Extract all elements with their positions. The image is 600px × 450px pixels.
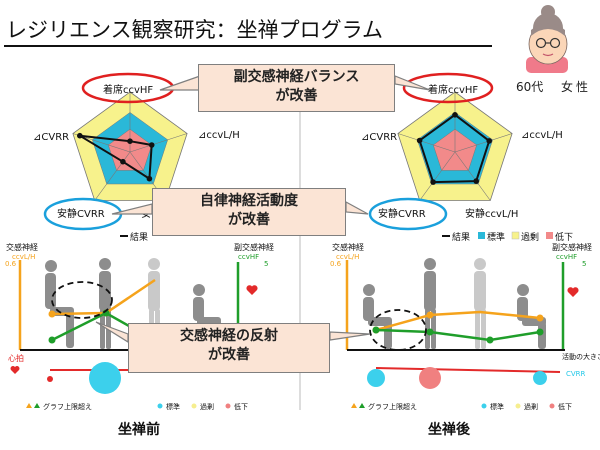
svg-text:活動の大きさ: 活動の大きさ: [562, 352, 600, 361]
posture-after-sympathetic-line: [375, 310, 541, 332]
radar-before-axis-bottom-left: 安静CVRR: [57, 207, 105, 220]
svg-text:低下: 低下: [555, 231, 573, 243]
radar-after-result-line: [418, 113, 491, 184]
posture-after-para-line: [375, 328, 541, 342]
activity-circle-before: [89, 362, 121, 394]
panel-label-before: 坐禅前: [118, 421, 160, 438]
svg-text:副交感神経: 副交感神経: [234, 242, 274, 252]
callout-reflex-line1: 交感神経の反射: [180, 328, 278, 344]
posture-before-legend: グラフ上限超え 標準 過剰 低下: [26, 402, 248, 411]
callout-reflex-line2: が改善: [208, 347, 250, 363]
callout-parasympathetic-line2: が改善: [275, 88, 318, 104]
radar-before-point: [127, 138, 133, 144]
svg-text:ccvHF: ccvHF: [238, 253, 259, 261]
svg-text:心拍: 心拍: [8, 353, 24, 363]
activity-circle-after-2: [419, 367, 441, 389]
radar-chart-after: [397, 91, 513, 201]
svg-text:副交感神経: 副交感神経: [552, 242, 592, 252]
callout-autonomic-line1: 自律神経活動度: [200, 193, 298, 209]
posture-panel-after: 交感神経 ccvL/H 0.6 副交感神経 ccvHF 5 活動の大きさ CVR…: [330, 242, 600, 378]
svg-text:標準: 標準: [487, 231, 505, 243]
svg-text:過剰: 過剰: [524, 402, 538, 411]
avatar-icon: [526, 5, 568, 73]
radar-after-axis-bottom-left: 安静CVRR: [378, 207, 426, 220]
radar-after-spoke: [454, 151, 491, 201]
radar-after-points: [416, 112, 493, 185]
svg-text:CVRR: CVRR: [566, 370, 586, 378]
svg-text:5: 5: [582, 260, 586, 268]
radar-before-point: [77, 132, 83, 139]
radar-after-point: [430, 179, 436, 185]
radar-after-spoke: [454, 133, 513, 153]
posture-after-legend: グラフ上限超え 標準 過剰 低下: [351, 402, 572, 411]
radar-after-axis-right: ⊿ccvL/H: [521, 130, 563, 141]
radar-before-axis-right: ⊿ccvL/H: [198, 130, 240, 141]
radar-after-spokes: [397, 92, 513, 201]
radar-after-axis-top: 着席ccvHF: [428, 83, 478, 96]
panel-label-after: 坐禅後: [428, 421, 471, 438]
radar-before-result-line: [79, 134, 153, 181]
dashed-ellipse-before: [51, 281, 113, 319]
svg-text:過剰: 過剰: [521, 231, 539, 243]
radar-after-point: [452, 112, 458, 118]
radar-before-axis-left: ⊿CVRR: [33, 132, 69, 143]
radar-before-point: [120, 158, 126, 165]
activity-circle-after-1: [367, 369, 385, 387]
radar-before-legend-result: 結果: [130, 231, 148, 243]
radar-after-point: [486, 138, 493, 144]
callout-pointer-parasympathetic-right: [394, 75, 431, 91]
highlight-ellipse-after-top: [402, 72, 494, 104]
radar-after-spoke: [397, 133, 456, 153]
svg-text:標準: 標準: [166, 402, 180, 411]
dashed-ellipse-after: [369, 309, 427, 351]
subject-sex: 女性: [561, 79, 591, 94]
radar-before-point: [148, 142, 155, 148]
slide-title: レジリエンス観察研究：坐禅プログラム: [6, 18, 383, 42]
svg-text:ccvL/H: ccvL/H: [336, 253, 359, 261]
highlight-ellipse-after-bottom: [368, 197, 448, 231]
radar-after-spoke: [419, 151, 456, 201]
callout-pointer-reflex-right: [329, 331, 371, 341]
svg-text:ccvHF: ccvHF: [556, 253, 577, 261]
radar-after-legend: 結果 標準 過剰 低下: [442, 231, 573, 243]
callout-autonomic-line2: が改善: [228, 212, 270, 228]
svg-text:低下: 低下: [558, 402, 572, 411]
svg-text:グラフ上限超え: グラフ上限超え: [43, 402, 92, 411]
radar-after-point: [416, 137, 423, 144]
svg-text:交感神経: 交感神経: [332, 242, 364, 252]
activity-circle-after-3: [533, 371, 547, 385]
radar-chart-before: [72, 91, 188, 201]
callout-parasympathetic-balance: 副交感神経バランス が改善: [198, 64, 395, 112]
svg-text:0.6: 0.6: [5, 260, 17, 268]
svg-text:結果: 結果: [452, 231, 470, 243]
posture-after-heartrate-line: [375, 367, 561, 373]
callout-sympathetic-reflex: 交感神経の反射 が改善: [128, 323, 330, 373]
svg-text:過剰: 過剰: [200, 402, 214, 411]
subject-age: 60代: [516, 80, 543, 94]
radar-before-axis-top: 着席ccvHF: [103, 83, 153, 96]
radar-after-point: [473, 178, 480, 184]
callout-pointer-autonomic-right: [345, 200, 369, 215]
svg-text:5: 5: [264, 260, 268, 268]
radar-before-points: [77, 132, 155, 182]
radar-after-axis-left: ⊿CVRR: [361, 132, 397, 143]
radar-after-axis-bottom-right: 安静ccvL/H: [465, 207, 518, 220]
svg-text:ccvL/H: ccvL/H: [12, 253, 35, 261]
svg-text:交感神経: 交感神経: [6, 242, 38, 252]
svg-text:標準: 標準: [490, 402, 504, 411]
svg-text:0.6: 0.6: [330, 260, 342, 268]
callout-autonomic-activity: 自律神経活動度 が改善: [152, 188, 346, 236]
callout-parasympathetic-line1: 副交感神経バランス: [233, 69, 360, 85]
radar-before-spoke: [129, 133, 188, 153]
radar-before-point: [146, 175, 153, 182]
svg-text:低下: 低下: [234, 402, 248, 411]
svg-text:グラフ上限超え: グラフ上限超え: [368, 402, 417, 411]
